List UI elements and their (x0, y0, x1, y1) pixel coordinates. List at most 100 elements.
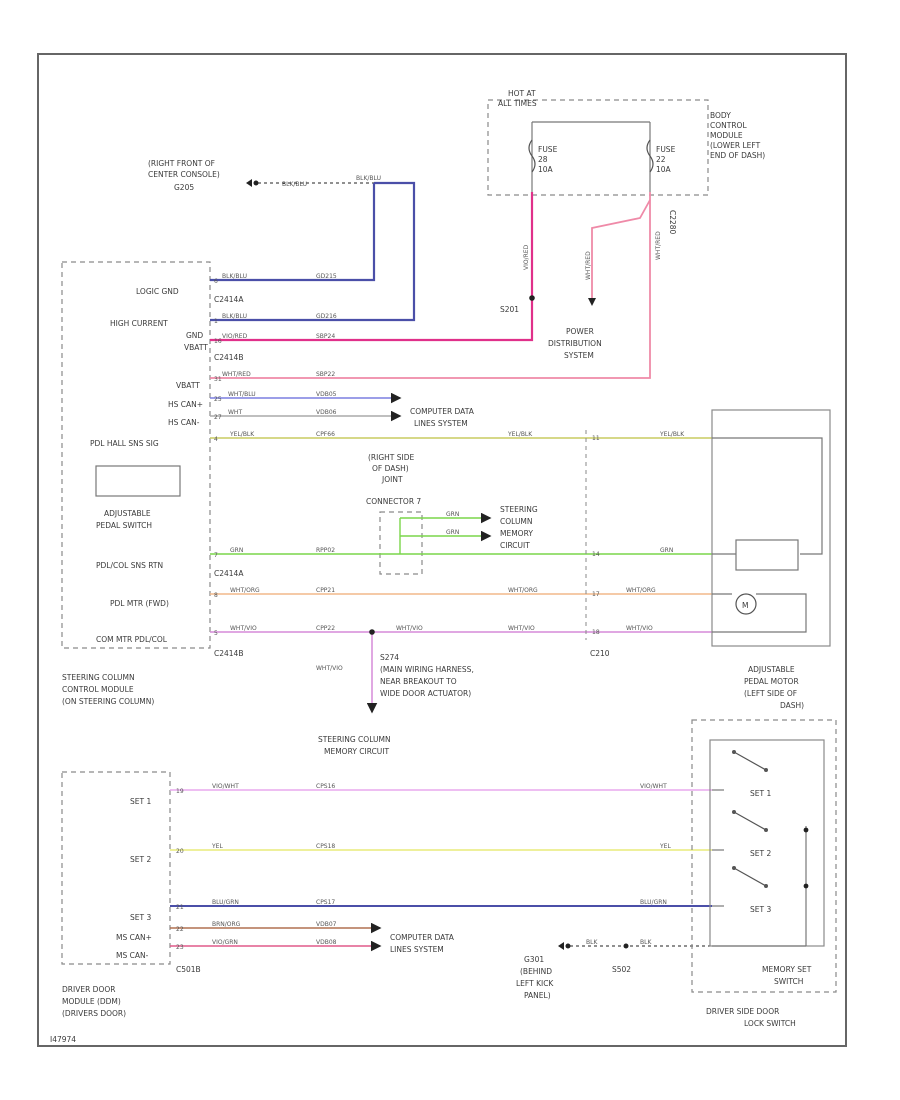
svg-text:MS CAN+: MS CAN+ (116, 933, 152, 942)
svg-text:VDB08: VDB08 (316, 939, 337, 946)
svg-text:C501B: C501B (176, 965, 201, 974)
body-control-module: HOT AT ALL TIMES BODY CONTROL MODULE (LO… (487, 89, 765, 235)
svg-text:27: 27 (214, 414, 222, 421)
svg-text:RPP02: RPP02 (316, 547, 335, 554)
svg-text:BLK/BLU: BLK/BLU (222, 313, 247, 320)
adjustable-pedal-switch-box (95, 465, 181, 497)
svg-text:STEERING COLUMN: STEERING COLUMN (62, 673, 135, 682)
svg-text:C2414A: C2414A (214, 569, 244, 578)
svg-text:ADJUSTABLE: ADJUSTABLE (104, 509, 151, 518)
svg-text:DISTRIBUTION: DISTRIBUTION (548, 339, 602, 348)
svg-text:MS CAN-: MS CAN- (116, 951, 149, 960)
svg-text:(MAIN WIRING HARNESS,: (MAIN WIRING HARNESS, (380, 665, 474, 674)
svg-text:PANEL): PANEL) (524, 991, 551, 1000)
svg-text:SYSTEM: SYSTEM (564, 351, 594, 360)
switch-set1: SET 1 (732, 750, 771, 832)
ground-g205: (RIGHT FRONT OF CENTER CONSOLE) G205 BLK… (148, 159, 381, 192)
svg-text:WHT/ORG: WHT/ORG (508, 587, 538, 594)
svg-text:WHT/VIO: WHT/VIO (396, 625, 423, 632)
svg-text:C2414A: C2414A (214, 295, 244, 304)
svg-text:MEMORY SET: MEMORY SET (762, 965, 812, 974)
svg-text:CONNECTOR 7: CONNECTOR 7 (366, 497, 421, 506)
svg-text:SWITCH: SWITCH (774, 977, 803, 986)
svg-text:21: 21 (176, 904, 184, 911)
all-times-label: ALL TIMES (498, 99, 537, 108)
svg-text:GRN: GRN (230, 547, 243, 554)
svg-text:VIO/WHT: VIO/WHT (212, 783, 239, 790)
svg-text:CPS17: CPS17 (316, 899, 335, 906)
wire-pdl-hall-sns: 4 YEL/BLK CPF66 YEL/BLK YEL/BLK (210, 431, 712, 443)
svg-text:4: 4 (214, 436, 218, 443)
svg-text:WHT/VIO: WHT/VIO (626, 625, 653, 632)
svg-text:DRIVER DOOR: DRIVER DOOR (62, 985, 115, 994)
svg-text:WHT/RED: WHT/RED (222, 371, 251, 378)
svg-text:VIO/RED: VIO/RED (222, 333, 248, 340)
driver-side-door-lock-switch: SET 1 SET 2 SET 3 MEMORY SET SWITCH DRIV… (691, 719, 837, 1028)
svg-text:23: 23 (176, 944, 184, 951)
adjustable-pedal-motor: M ADJUSTABLE PEDAL MOTOR (LEFT SIDE OF D… (711, 409, 831, 710)
wire-high-current-gnd: 1 BLK/BLU GD216 (210, 181, 416, 325)
svg-text:LINES SYSTEM: LINES SYSTEM (414, 419, 468, 428)
svg-text:WHT/VIO: WHT/VIO (316, 665, 343, 672)
svg-text:GD216: GD216 (316, 313, 337, 320)
figure-id: I47974 (50, 1035, 76, 1044)
svg-text:HS CAN-: HS CAN- (168, 418, 200, 427)
svg-text:S502: S502 (612, 965, 631, 974)
svg-text:PDL HALL SNS SIG: PDL HALL SNS SIG (90, 439, 159, 448)
svg-text:WHT/VIO: WHT/VIO (508, 625, 535, 632)
svg-text:SBP24: SBP24 (316, 333, 335, 340)
svg-text:WHT: WHT (228, 409, 242, 416)
svg-text:BLK/BLU: BLK/BLU (282, 181, 307, 188)
svg-text:10A: 10A (656, 165, 672, 174)
svg-text:S201: S201 (500, 305, 519, 314)
svg-text:CONTROL MODULE: CONTROL MODULE (62, 685, 134, 694)
svg-text:PDL MTR (FWD): PDL MTR (FWD) (110, 599, 169, 608)
svg-text:19: 19 (176, 788, 184, 795)
svg-text:STEERING COLUMN: STEERING COLUMN (318, 735, 391, 744)
svg-text:SET 1: SET 1 (130, 797, 151, 806)
svg-text:BLK/BLU: BLK/BLU (222, 273, 247, 280)
svg-text:C2414B: C2414B (214, 649, 243, 658)
svg-text:8: 8 (214, 592, 218, 599)
svg-text:VDB06: VDB06 (316, 409, 337, 416)
wire-set1: 19 VIO/WHT CPS16 VIO/WHT (170, 783, 712, 795)
svg-text:COMPUTER DATA: COMPUTER DATA (410, 407, 475, 416)
svg-text:SET 2: SET 2 (130, 855, 151, 864)
svg-text:DRIVER SIDE DOOR: DRIVER SIDE DOOR (706, 1007, 779, 1016)
svg-text:MODULE (DDM): MODULE (DDM) (62, 997, 121, 1006)
svg-text:VIO/RED: VIO/RED (523, 244, 530, 270)
svg-text:FUSE: FUSE (656, 145, 676, 154)
svg-text:GD215: GD215 (316, 273, 337, 280)
svg-text:COM MTR PDL/COL: COM MTR PDL/COL (96, 635, 168, 644)
svg-text:CPF66: CPF66 (316, 431, 335, 438)
svg-text:C2414B: C2414B (214, 353, 243, 362)
svg-text:YEL/BLK: YEL/BLK (659, 431, 685, 438)
svg-text:22: 22 (656, 155, 666, 164)
svg-text:10A: 10A (538, 165, 554, 174)
svg-text:WHT/ORG: WHT/ORG (230, 587, 260, 594)
svg-text:OF DASH): OF DASH) (372, 464, 409, 473)
svg-text:CPS18: CPS18 (316, 843, 335, 850)
svg-text:VDB07: VDB07 (316, 921, 337, 928)
svg-text:20: 20 (176, 848, 184, 855)
svg-text:31: 31 (214, 376, 222, 383)
svg-text:YEL/BLK: YEL/BLK (507, 431, 533, 438)
svg-text:GRN: GRN (660, 547, 673, 554)
svg-text:22: 22 (176, 926, 184, 933)
svg-text:VDB05: VDB05 (316, 391, 337, 398)
svg-text:GRN: GRN (446, 511, 459, 518)
svg-text:SBP22: SBP22 (316, 371, 335, 378)
wire-set3: 21 BLU/GRN CPS17 BLU/GRN (170, 899, 712, 911)
svg-text:16: 16 (214, 338, 222, 345)
svg-text:7: 7 (214, 552, 218, 559)
svg-text:BLU/GRN: BLU/GRN (640, 899, 667, 906)
svg-text:YEL/BLK: YEL/BLK (229, 431, 255, 438)
svg-text:WHT/BLU: WHT/BLU (228, 391, 256, 398)
svg-text:5: 5 (214, 630, 218, 637)
svg-text:GND: GND (186, 331, 203, 340)
wire-set2: 20 YEL CPS18 YEL (170, 843, 712, 855)
svg-text:(RIGHT FRONT OF: (RIGHT FRONT OF (148, 159, 215, 168)
bcm-label-5: END OF DASH) (710, 151, 765, 160)
svg-text:FUSE: FUSE (538, 145, 558, 154)
